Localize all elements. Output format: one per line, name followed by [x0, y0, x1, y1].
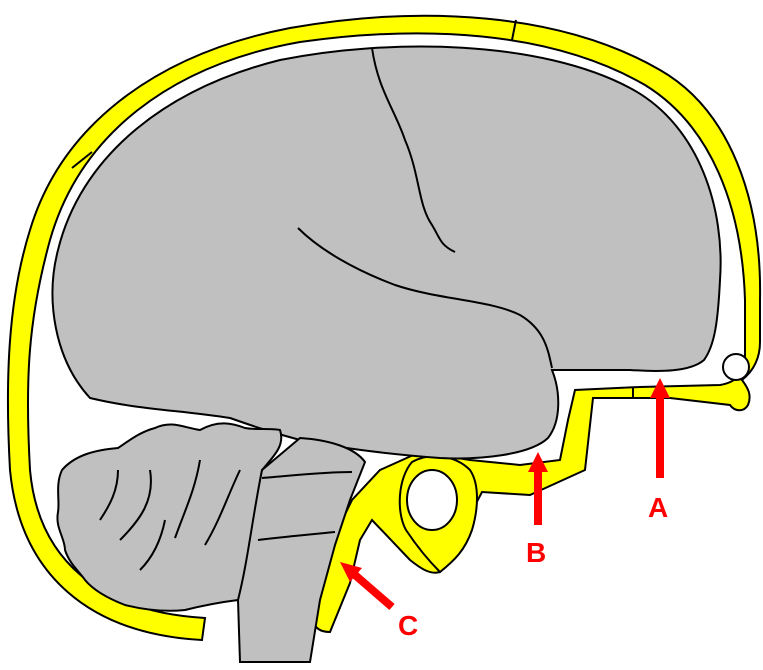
sinus-hole: [407, 470, 457, 530]
label-c: C: [398, 610, 418, 641]
label-b: B: [526, 537, 546, 568]
frontal-hole: [723, 354, 749, 380]
label-a: A: [648, 492, 668, 523]
arrow-a: [650, 378, 670, 478]
